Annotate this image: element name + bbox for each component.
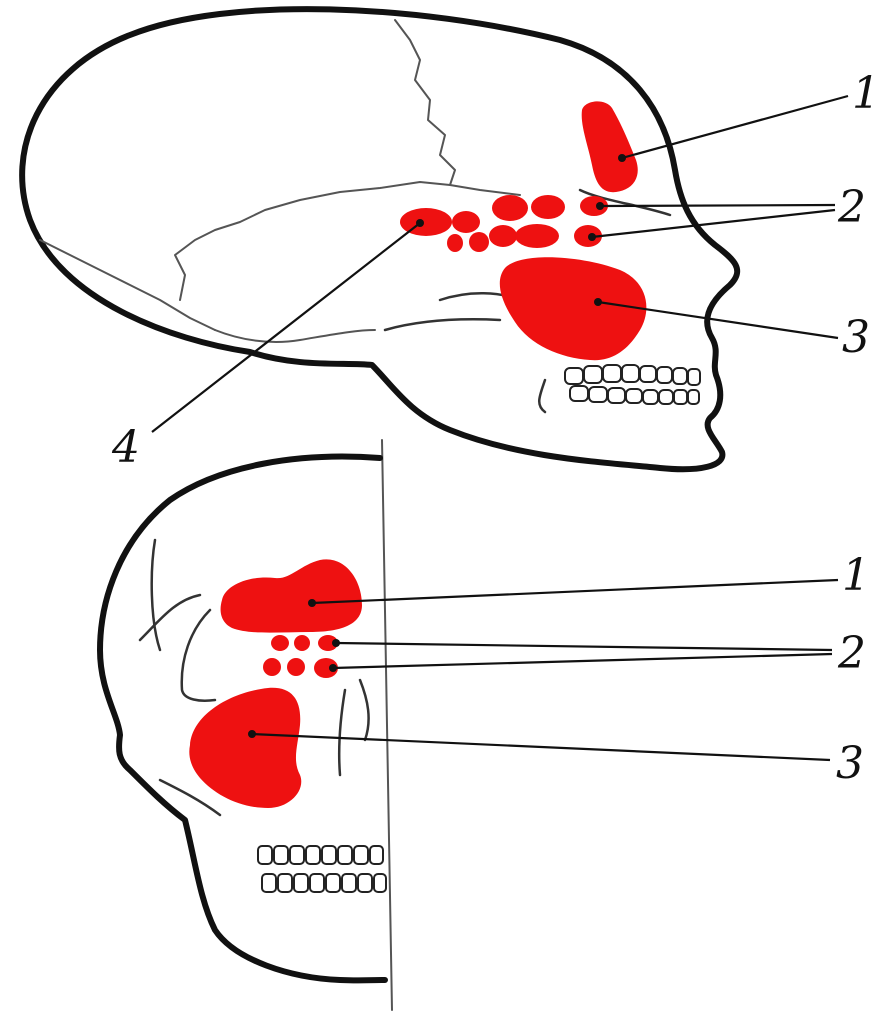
frontal-label-2: 2 <box>837 628 866 679</box>
lateral-label-1: 1 <box>852 68 880 119</box>
lateral-label-4: 4 <box>111 422 140 473</box>
lateral-zone-3 <box>500 257 647 360</box>
lateral-zone-2-point <box>515 224 559 248</box>
lateral-zone-2-point <box>492 195 528 221</box>
frontal-zone-3 <box>189 688 301 808</box>
lateral-leader-lines <box>152 96 848 432</box>
frontal-zone-2-point <box>263 658 281 676</box>
frontal-label-1: 1 <box>842 550 870 601</box>
frontal-orbit-line <box>152 540 215 701</box>
frontal-nasal-line <box>339 680 368 775</box>
lateral-zygomatic-arch <box>385 293 520 330</box>
lateral-zone-2-point <box>469 232 489 252</box>
frontal-zone-2-point <box>271 635 289 651</box>
frontal-zone-1 <box>221 559 362 632</box>
lateral-label-2: 2 <box>837 182 866 233</box>
frontal-zone-2-point <box>294 635 310 651</box>
lateral-teeth <box>565 365 700 404</box>
frontal-skull-view: 1 2 3 <box>100 440 870 1010</box>
lateral-zone-2-point <box>531 195 565 219</box>
frontal-teeth <box>258 846 386 892</box>
lateral-zone-2-point <box>447 234 463 252</box>
lateral-zone-1 <box>582 101 638 192</box>
lateral-maxilla-line <box>539 380 545 412</box>
lateral-temporal-suture <box>175 182 520 300</box>
lateral-coronal-suture <box>395 20 455 185</box>
lateral-skull-view: 1 2 3 4 <box>22 9 880 473</box>
lateral-zone-2-point <box>452 211 480 233</box>
frontal-zone-2-point <box>287 658 305 676</box>
lateral-mastoid-line <box>215 330 375 342</box>
frontal-red-zones <box>189 559 362 808</box>
frontal-midline <box>382 440 392 1010</box>
frontal-label-3: 3 <box>836 738 864 789</box>
lateral-zone-2-point <box>489 225 517 247</box>
lateral-label-3: 3 <box>842 312 870 363</box>
